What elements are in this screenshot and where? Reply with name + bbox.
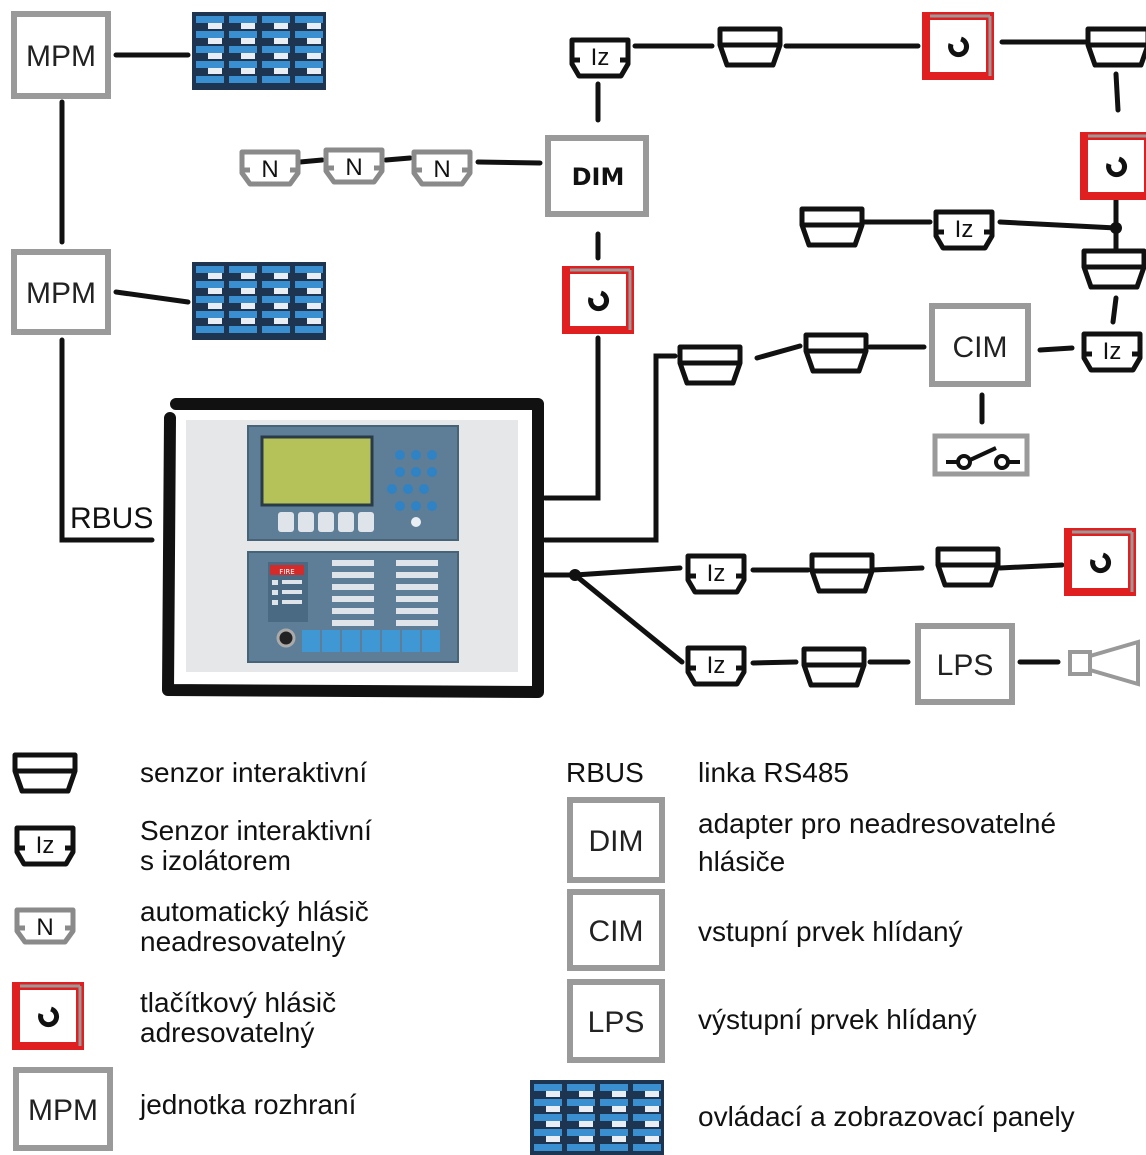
legend-dim-box: DIM [567,797,665,883]
rbus-label: RBUS [70,502,153,535]
manual-call-point [1068,532,1132,592]
isolator-sensor: Iz [572,40,628,76]
function-buttons[interactable] [302,630,440,652]
legend-mpm-text: jednotka rozhraní [139,1089,357,1120]
conventional-detector: N [326,150,382,182]
svg-text:MPM: MPM [28,1094,98,1127]
fire-indicator-label: FIRE [279,568,294,576]
legend-rbus-key: RBUS [566,757,644,788]
svg-text:Iz: Iz [707,560,726,587]
mpm-top-label: MPM [26,40,96,73]
legend-cim-box: CIM [567,889,665,971]
isolator-sensor: Iz [1084,334,1140,370]
legend-sensor-text: senzor interaktivní [140,757,367,788]
dim-label: DIM [572,163,625,191]
legend-conventional-text-1: automatický hlásič [140,896,369,927]
key-switch[interactable] [276,628,296,648]
lps-module[interactable]: LPS [915,623,1015,705]
legend-isolator-icon: Iz [17,828,73,864]
legend-lps-box: LPS [567,979,665,1063]
svg-text:Iz: Iz [707,652,726,679]
manual-call-point [1084,136,1146,196]
legend-conventional-icon: N [17,910,73,942]
interactive-sensor [1088,29,1146,65]
svg-text:N: N [261,156,278,183]
legend-mpm-box: MPM [13,1067,113,1151]
fire-control-panel[interactable]: FIRE [162,398,544,698]
svg-text:Iz: Iz [955,216,974,243]
display-panel-icon [192,262,326,340]
lcd-display [260,435,374,507]
interactive-sensor [806,335,866,371]
legend-rbus-text: linka RS485 [698,757,849,788]
interactive-sensor [804,649,864,685]
svg-text:N: N [345,154,362,181]
conventional-detector: N [242,152,298,184]
display-panel-icon [192,12,326,90]
lps-label: LPS [937,649,994,682]
isolator-sensor: Iz [688,556,744,592]
interactive-sensor [812,555,872,591]
sounder-icon [1068,639,1140,687]
manual-call-point [566,270,630,330]
input-contact-icon [932,433,1030,477]
legend-callpoint-text-1: tlačítkový hlásič [140,987,336,1018]
manual-call-point [926,16,990,76]
isolator-sensor: Iz [936,212,992,248]
junction-dot [1110,222,1122,234]
legend-dim-text-2: hlásiče [698,846,785,877]
svg-text:N: N [36,914,53,941]
svg-text:LPS: LPS [588,1006,645,1039]
mpm-bottom[interactable]: MPM [11,249,111,335]
interactive-sensor [802,209,862,245]
soft-keys[interactable] [278,512,374,532]
interactive-sensor [720,29,780,65]
mpm-bottom-label: MPM [26,277,96,310]
legend-dim-text-1: adapter pro neadresovatelné [698,808,1056,839]
legend-sensor-icon [15,755,75,791]
legend-isolator-text-1: Senzor interaktivní [140,815,372,846]
svg-text:Iz: Iz [1103,338,1122,365]
legend-callpoint-icon [16,986,80,1046]
legend-conventional-text-2: neadresovatelný [140,926,345,957]
keypad[interactable] [387,450,437,527]
wiring [59,39,1121,666]
legend-panels-icon [530,1080,664,1155]
mpm-top[interactable]: MPM [11,11,111,99]
svg-text:Iz: Iz [591,44,610,71]
legend-isolator-text-2: s izolátorem [140,845,291,876]
junction-dot [569,569,581,581]
legend-callpoint-text-2: adresovatelný [140,1017,314,1048]
svg-text:CIM: CIM [589,915,644,948]
svg-text:N: N [433,156,450,183]
legend-panels-text: ovládací a zobrazovací panely [698,1101,1075,1132]
zone-indicators [332,560,438,626]
cim-label: CIM [953,331,1008,364]
legend: senzor interaktivní Iz Senzor interaktiv… [15,755,1075,1155]
fire-indicator [270,565,304,575]
svg-text:Iz: Iz [36,832,55,859]
interactive-sensor [680,347,740,383]
interactive-sensor [938,549,998,585]
interactive-sensor [1084,251,1144,287]
cim-module[interactable]: CIM [929,303,1031,387]
legend-lps-text: výstupní prvek hlídaný [698,1004,977,1035]
conventional-detector: N [414,152,470,184]
isolator-sensor: Iz [688,648,744,684]
svg-text:DIM: DIM [589,825,644,858]
dim-module[interactable]: DIM [545,135,649,217]
legend-cim-text: vstupní prvek hlídaný [698,916,963,947]
